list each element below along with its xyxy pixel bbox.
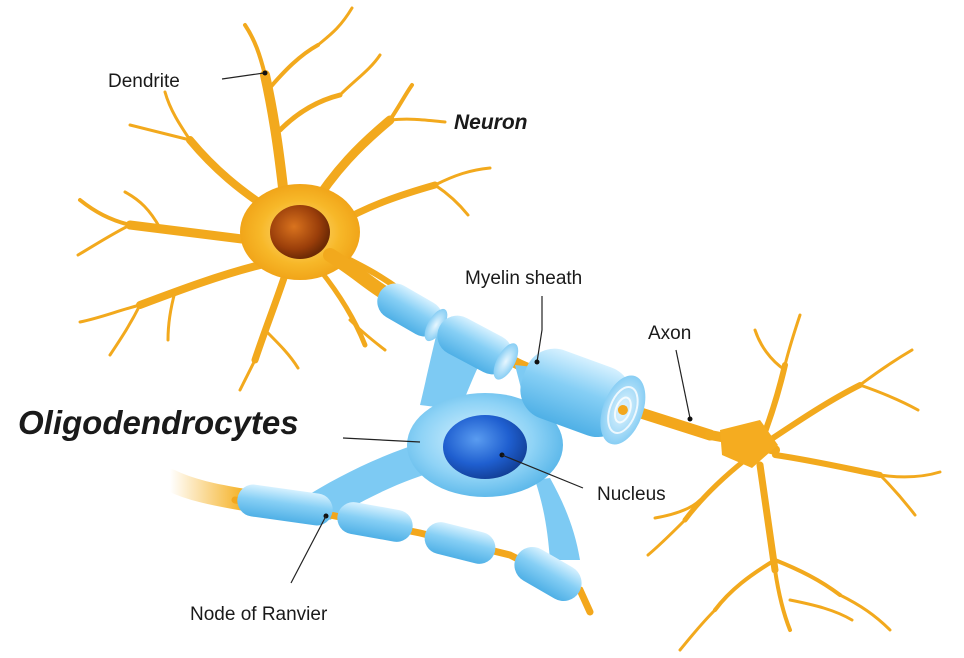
label-axon: Axon [648,323,693,422]
axon-label: Axon [648,323,691,344]
lower-axon [170,480,590,612]
myelin-sheath-label: Myelin sheath [465,268,582,289]
neuron-title: Neuron [454,111,528,134]
oligo-process-lower [535,478,580,560]
oligodendrocytes-label: Oligodendrocytes [18,404,299,441]
nucleus-label: Nucleus [597,484,666,505]
axon-terminal [648,315,940,650]
label-node-of-ranvier: Node of Ranvier [190,514,329,626]
label-dendrite: Dendrite [108,71,268,93]
dendrite-label: Dendrite [108,71,180,92]
label-oligodendrocytes: Oligodendrocytes [18,404,420,442]
node-of-ranvier-label: Node of Ranvier [190,604,328,625]
neuron-nucleus [270,205,330,259]
oligodendrocyte-nucleus [443,415,527,479]
